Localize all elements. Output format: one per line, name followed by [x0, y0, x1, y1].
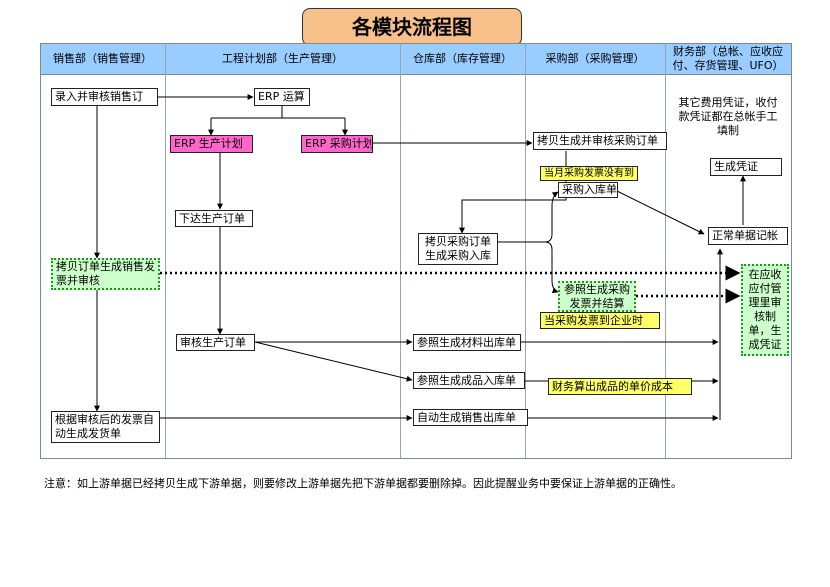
node-audit-prod-order: 审核生产订单: [176, 334, 255, 351]
node-delivery-order: 根据审核后的发票自动生成发货单: [51, 411, 160, 443]
node-sales-order: 录入并审核销售订: [51, 88, 158, 106]
node-purchase-receipt: 采购入库单: [558, 182, 618, 198]
node-erp-calc: ERP 运算: [254, 88, 310, 106]
lane-divider: [665, 43, 666, 458]
node-issue-prod-order: 下达生产订单: [175, 210, 253, 227]
node-ar-ap-management: 在应收应付管理里审核制单，生成凭证: [741, 264, 789, 356]
lane-divider: [400, 43, 401, 458]
lane-divider: [165, 43, 166, 458]
arrow-erp-split: [210, 106, 346, 135]
arrow-to-ref-purchase-invoice: [498, 241, 559, 294]
node-finished-cost: 财务算出成品的单价成本: [548, 378, 692, 395]
arrow-to-purchase-receipt: [498, 191, 559, 243]
swimlane-frame: [40, 43, 792, 459]
node-invoice-arrived: 当采购发票到企业时: [540, 312, 660, 329]
arrow-to-copy-po-receipt: [459, 151, 567, 234]
node-gen-voucher: 生成凭证: [710, 158, 782, 176]
node-erp-production-plan: ERP 生产计划: [170, 135, 253, 153]
column-header-production: 工程计划部（生产管理）: [222, 51, 343, 65]
node-erp-purchase-plan: ERP 采购计划: [301, 135, 374, 153]
column-header-sales: 销售部（销售管理）: [53, 51, 152, 65]
lane-divider: [525, 43, 526, 458]
node-copy-order-invoice: 拷贝订单生成销售发票并审核: [51, 258, 160, 290]
column-header-warehouse: 仓库部（库存管理）: [413, 51, 512, 65]
node-sales-issue: 自动生成销售出库单: [413, 409, 528, 426]
column-header-finance: 财务部（总帐、应收应付、存货管理、UFO）: [672, 44, 784, 72]
footnote: 注意：如上游单据已经拷贝生成下游单据，则要修改上游单据先把下游单据都要删除掉。因…: [44, 477, 682, 490]
header-divider: [40, 74, 791, 75]
arrow-receipt-to-bookkeeping: [616, 190, 705, 235]
arrow-to-finished-receipt: [254, 341, 413, 382]
node-copy-po-receipt: 拷贝采购订单生成采购入库: [418, 233, 498, 265]
node-normal-bookkeeping: 正常单据记帐: [708, 227, 788, 245]
column-header-purchasing: 采购部（采购管理）: [545, 51, 645, 65]
node-copy-purchase-order: 拷贝生成并审核采购订单: [533, 132, 667, 150]
node-ref-purchase-invoice: 参照生成采购发票并结算: [558, 281, 636, 312]
page-title: 各模块流程图: [302, 8, 522, 46]
node-finance-other: 其它费用凭证，收付款凭证都在总帐手工填制: [678, 96, 778, 137]
node-finished-receipt: 参照生成成品入库单: [413, 372, 525, 389]
node-invoice-not-arrived: 当月采购发票没有到: [540, 166, 638, 181]
node-material-issue: 参照生成材料出库单: [413, 334, 521, 351]
